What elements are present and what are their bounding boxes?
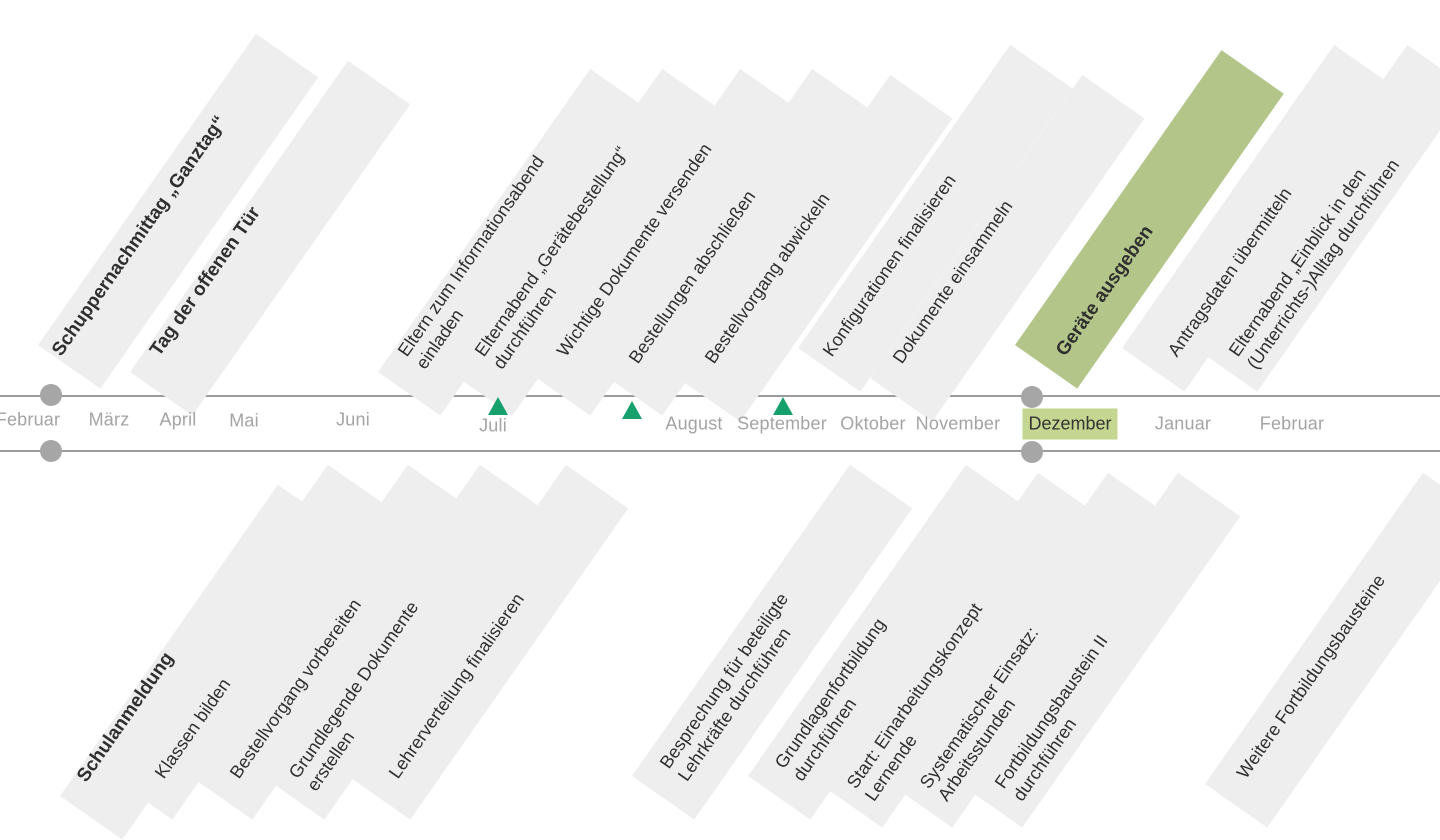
month-label-juni: Juni <box>336 409 370 430</box>
month-label-februar: Februar <box>1259 413 1325 434</box>
month-label-august: August <box>665 413 723 434</box>
timeline-dot-marker <box>1021 441 1043 463</box>
month-label-april: April <box>159 409 197 430</box>
milestone-triangle-icon <box>773 397 793 415</box>
month-label-september: September <box>737 413 827 434</box>
month-label-februar: Februar <box>0 409 61 430</box>
month-label-juli: Juli <box>479 415 507 436</box>
timeline-diagram: Februar März April Mai Juni Juli August Septemb… <box>0 33 1440 840</box>
timeline-dot-marker <box>1021 386 1043 408</box>
timeline-dot-marker <box>40 440 62 462</box>
month-label-dezember: Dezember <box>1022 408 1118 440</box>
month-label-oktober: Oktober <box>840 413 906 434</box>
milestone-triangle-icon <box>622 401 642 419</box>
month-label-januar: Januar <box>1154 413 1212 434</box>
month-label-märz: März <box>88 409 130 430</box>
month-label-mai: Mai <box>229 410 259 431</box>
timeline-lower-line <box>0 450 1440 452</box>
timeline-dot-marker <box>40 384 62 406</box>
milestone-triangle-icon <box>488 397 508 415</box>
month-label-november: November <box>915 413 1001 434</box>
